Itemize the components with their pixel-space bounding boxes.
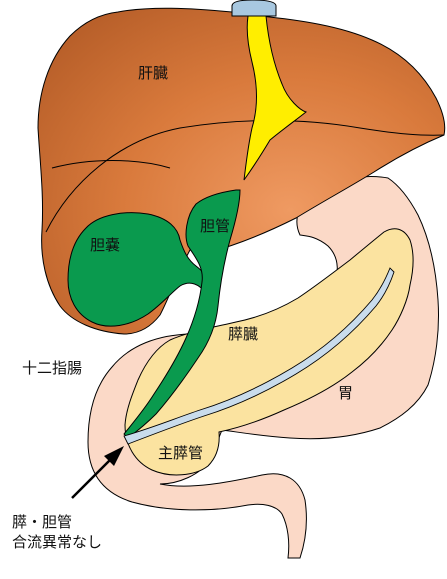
liver-contour <box>45 120 445 233</box>
main-pancreatic-duct-shape <box>123 267 395 445</box>
hepatic-duct-cap <box>231 0 277 17</box>
label-liver: 肝臓 <box>138 64 169 82</box>
label-gallbladder: 胆嚢 <box>90 236 121 254</box>
label-bile-duct: 胆管 <box>200 217 231 235</box>
label-stomach: 胃 <box>338 384 354 402</box>
label-duodenum: 十二指腸 <box>22 359 83 377</box>
annotation-line-2: 合流異常なし <box>12 533 103 552</box>
label-main-pancreatic-duct: 主膵管 <box>158 444 204 462</box>
annotation-text: 膵・胆管 合流異常なし <box>12 512 102 553</box>
gallbladder-shape <box>67 212 213 327</box>
label-pancreas: 膵臓 <box>228 325 259 343</box>
annotation-arrow-line <box>71 455 115 499</box>
liver-contour-left <box>51 160 171 169</box>
bile-duct-shape <box>123 189 241 439</box>
hepatic-duct-shape <box>243 15 308 181</box>
annotation-line-1: 膵・胆管 <box>12 513 73 531</box>
annotation-arrow-head <box>104 446 124 466</box>
